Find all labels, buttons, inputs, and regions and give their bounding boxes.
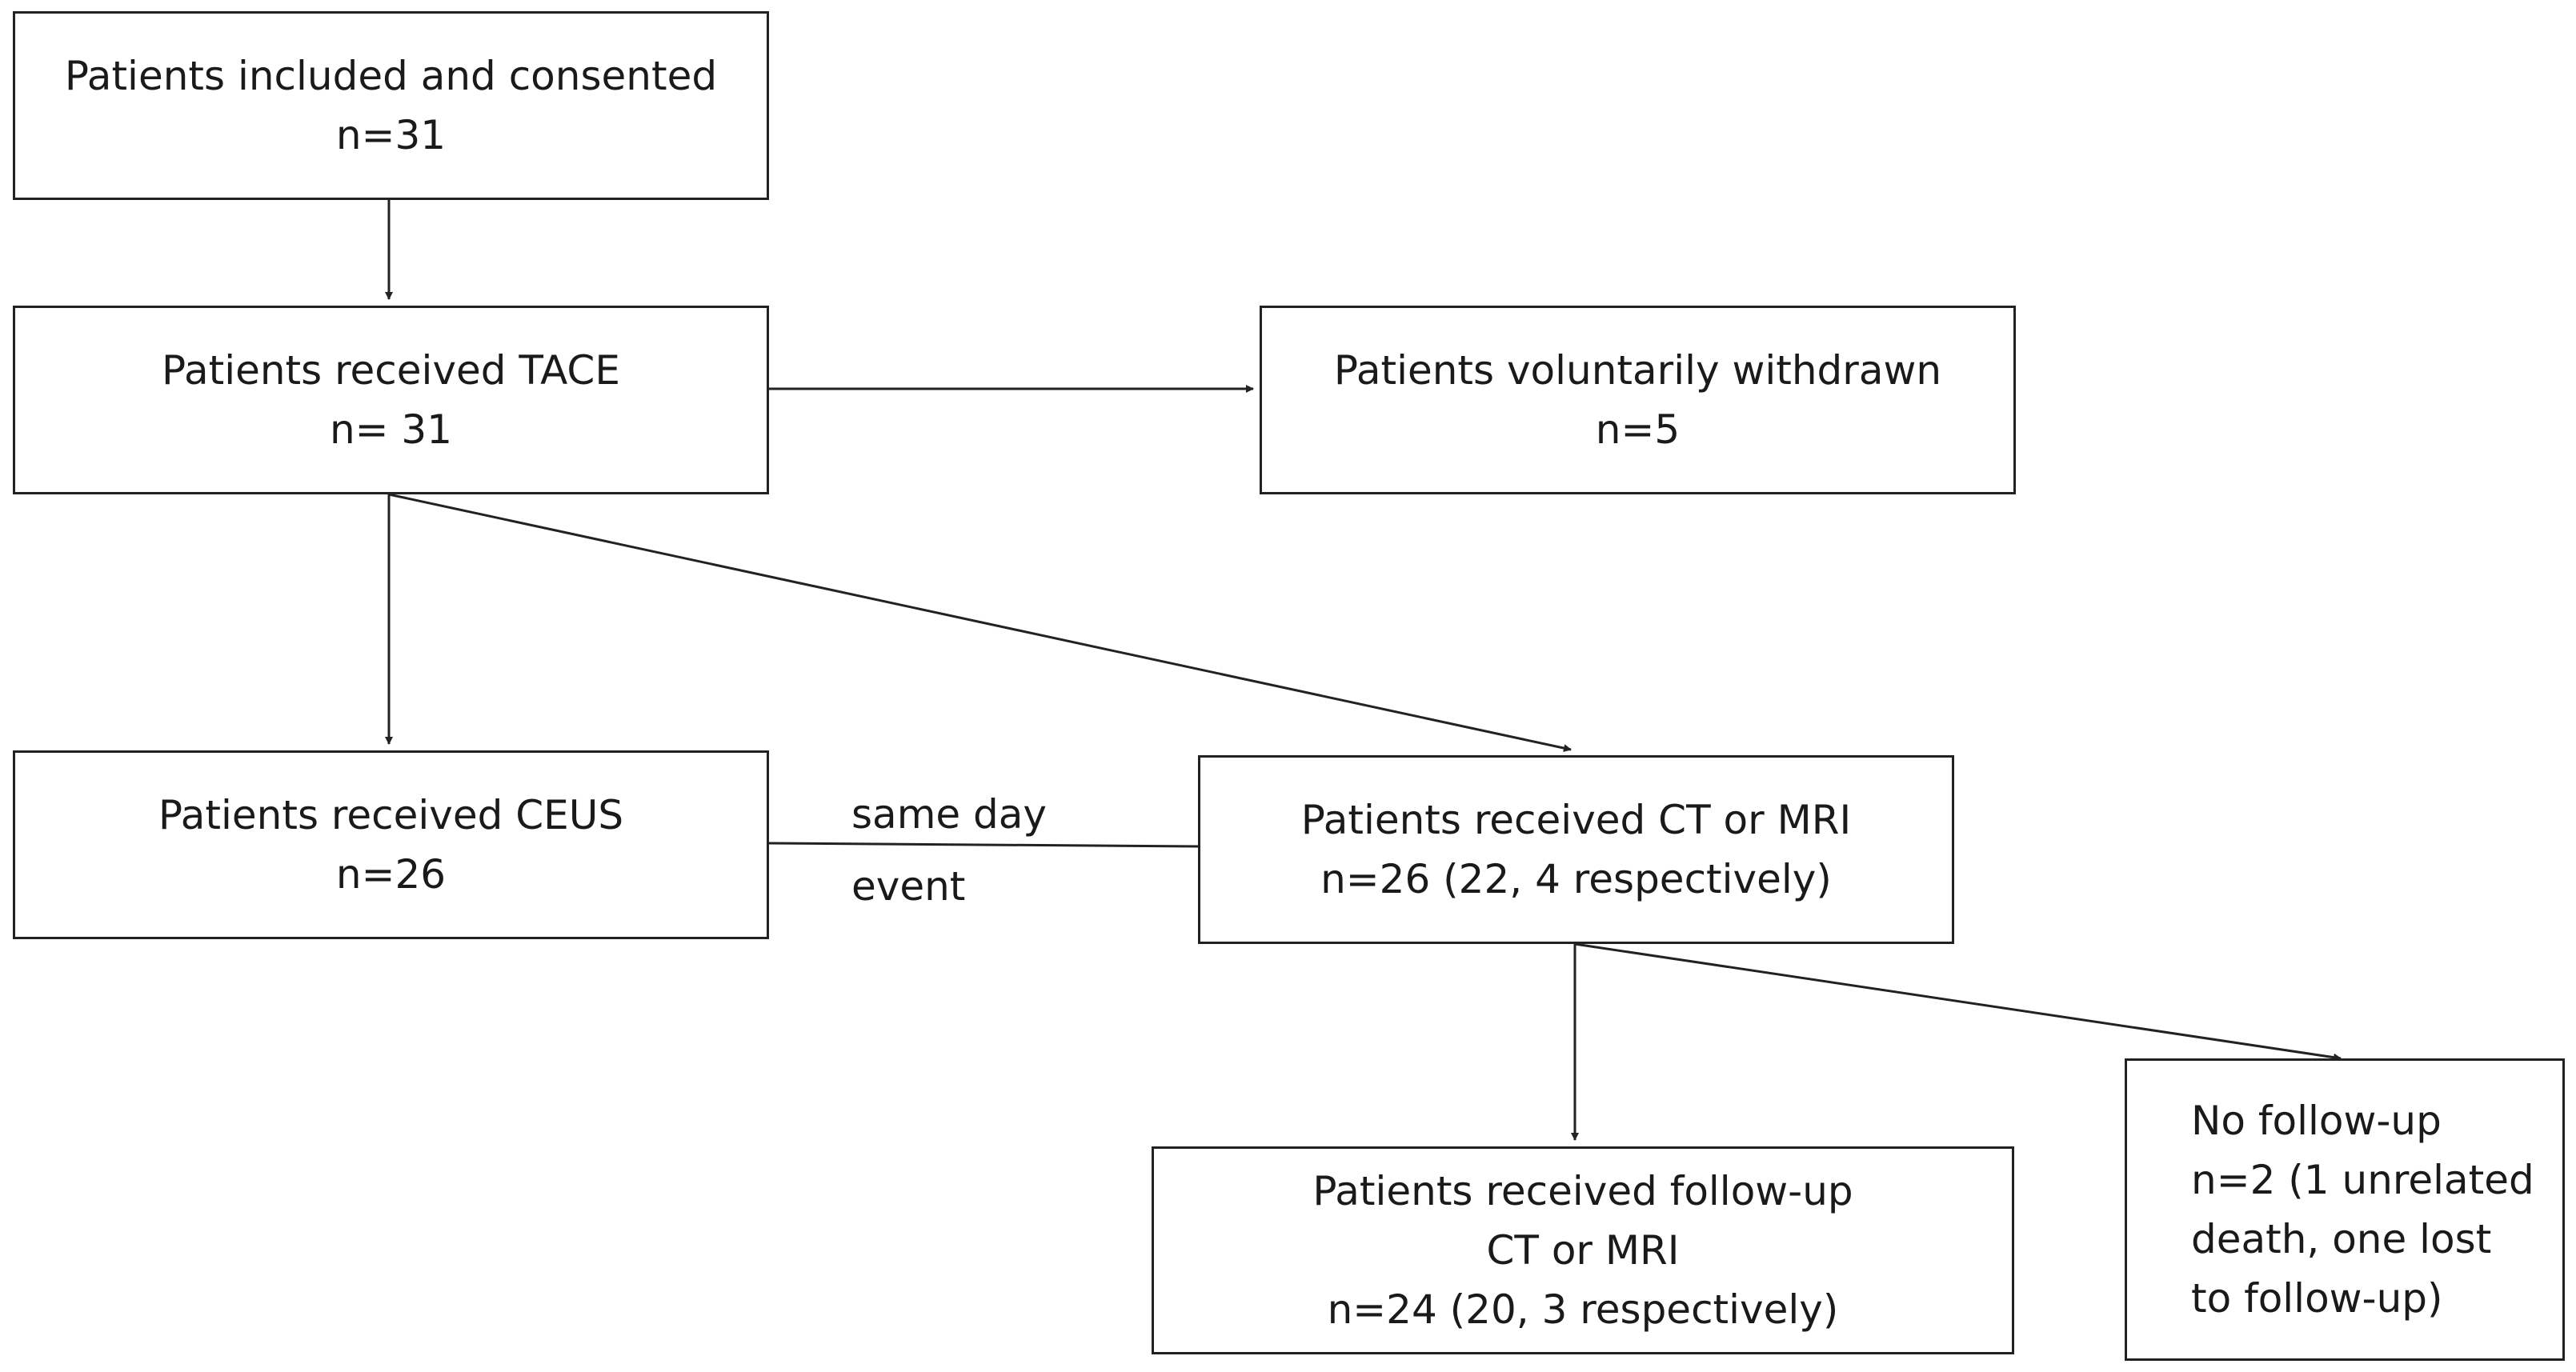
- node-follow-up-count: n=24 (20, 3 respectively): [1327, 1286, 1839, 1333]
- node-withdrawn-title: Patients voluntarily withdrawn: [1333, 347, 1942, 394]
- node-withdrawn: Patients voluntarily withdrawn n=5: [1260, 306, 2016, 494]
- edge-label-same-day: same day: [851, 791, 1048, 838]
- node-included-title: Patients included and consented: [64, 53, 718, 99]
- node-tace: Patients received TACE n= 31: [13, 306, 769, 494]
- node-ceus-count: n=26: [335, 851, 447, 898]
- node-no-follow-up-title: No follow-up: [2191, 1098, 2442, 1144]
- arrow-tace-to-ctmri: [388, 493, 1572, 752]
- node-included: Patients included and consented n=31: [13, 11, 769, 200]
- node-no-follow-up: No follow-up n=2 (1 unrelated death, one…: [2125, 1058, 2565, 1361]
- node-tace-title: Patients received TACE: [162, 347, 620, 394]
- arrow-ctmri-to-nofollowup: [1574, 942, 2342, 1062]
- node-ct-mri-title: Patients received CT or MRI: [1300, 797, 1852, 843]
- node-no-follow-up-line-4: to follow-up): [2191, 1275, 2443, 1322]
- node-follow-up: Patients received follow-up CT or MRI n=…: [1152, 1146, 2014, 1354]
- node-withdrawn-count: n=5: [1595, 406, 1681, 453]
- node-ceus-title: Patients received CEUS: [158, 792, 624, 838]
- node-follow-up-title: Patients received follow-up: [1312, 1168, 1853, 1214]
- node-follow-up-modality: CT or MRI: [1486, 1227, 1680, 1274]
- node-ceus: Patients received CEUS n=26: [13, 750, 769, 939]
- node-included-count: n=31: [335, 112, 447, 158]
- node-ct-mri: Patients received CT or MRI n=26 (22, 4 …: [1198, 755, 1954, 944]
- edge-label-event: event: [851, 863, 966, 910]
- node-no-follow-up-line-2: n=2 (1 unrelated: [2191, 1157, 2534, 1203]
- node-ct-mri-count: n=26 (22, 4 respectively): [1320, 856, 1832, 902]
- node-tace-count: n= 31: [329, 406, 453, 453]
- node-no-follow-up-line-3: death, one lost: [2191, 1216, 2492, 1262]
- link-ceus-to-ctmri: [768, 842, 1199, 848]
